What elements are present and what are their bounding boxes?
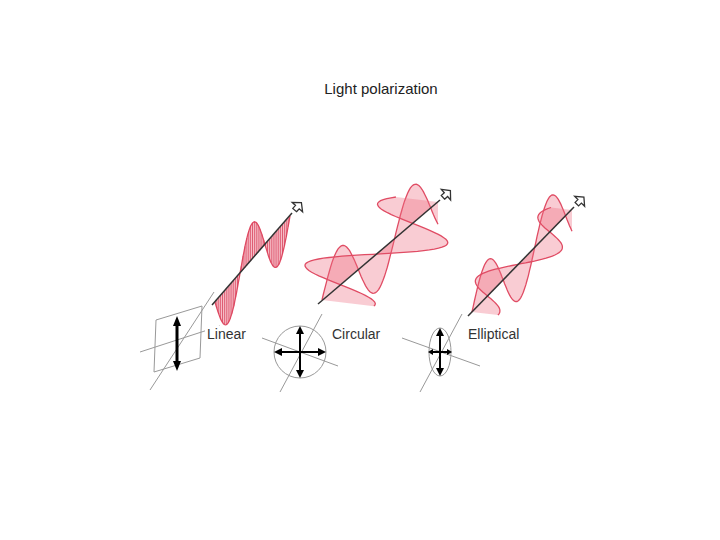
- hollow-arrowhead: [575, 196, 585, 206]
- wave-hatch: [222, 293, 223, 322]
- polarization-label: Linear: [205, 326, 248, 342]
- wave-hatch: [226, 289, 227, 325]
- propagation-axis: [468, 207, 574, 316]
- wave-curve: [475, 208, 562, 316]
- wave-hatch: [288, 218, 289, 226]
- propagation-axis: [212, 213, 292, 305]
- wave-hatch: [245, 246, 246, 267]
- circular-axes: [262, 314, 338, 392]
- wave-hatch: [254, 222, 255, 257]
- polarization-label: Circular: [330, 326, 382, 342]
- wave-hatch: [267, 242, 268, 253]
- wave-hatch: [280, 227, 281, 260]
- wave-hatch: [235, 278, 236, 297]
- wave-group: [212, 184, 585, 325]
- wave-fill: [215, 216, 290, 325]
- wave-hatch: [228, 287, 229, 323]
- wave-hatch: [231, 283, 232, 314]
- wave-hatch: [275, 233, 276, 267]
- wave-hatch: [286, 220, 287, 236]
- wave-hatch: [256, 223, 257, 255]
- wave-hatch: [284, 222, 285, 245]
- wave-hatch: [246, 238, 247, 265]
- wave-hatch: [282, 225, 283, 254]
- wave-hatch: [276, 231, 277, 267]
- linear-vector: [173, 316, 181, 371]
- wave-hatch: [220, 296, 221, 319]
- propagation-axis: [318, 200, 440, 304]
- wave-hatch: [233, 281, 234, 306]
- wave-hatch: [258, 225, 259, 252]
- wave-hatch: [252, 223, 253, 259]
- wave-hatch: [237, 276, 238, 287]
- hollow-arrowhead: [441, 189, 450, 200]
- wave-hatch: [250, 226, 251, 261]
- wave-hatch: [273, 235, 274, 266]
- circular-vectors: [278, 330, 322, 374]
- wave-hatch: [278, 229, 279, 265]
- wave-hatch: [260, 229, 261, 250]
- wave-hatch: [216, 300, 217, 308]
- wave-hatch: [269, 240, 270, 259]
- wave-hatch: [218, 298, 219, 314]
- wave-hatch: [230, 285, 231, 319]
- wave-hatch: [248, 231, 249, 263]
- wave-fill: [305, 197, 448, 306]
- diagram-title: Light polarization: [324, 80, 437, 97]
- circular-arrowheads: [274, 326, 326, 378]
- wave-hatch: [271, 238, 272, 263]
- wave-curve: [305, 197, 448, 306]
- polarization-label: Elliptical: [466, 326, 521, 342]
- elliptical-arrowheads: [428, 328, 452, 376]
- elliptical-vectors: [431, 332, 449, 372]
- wave-hatch: [224, 291, 225, 324]
- wave-curve: [215, 216, 290, 325]
- hollow-arrowhead: [292, 202, 302, 211]
